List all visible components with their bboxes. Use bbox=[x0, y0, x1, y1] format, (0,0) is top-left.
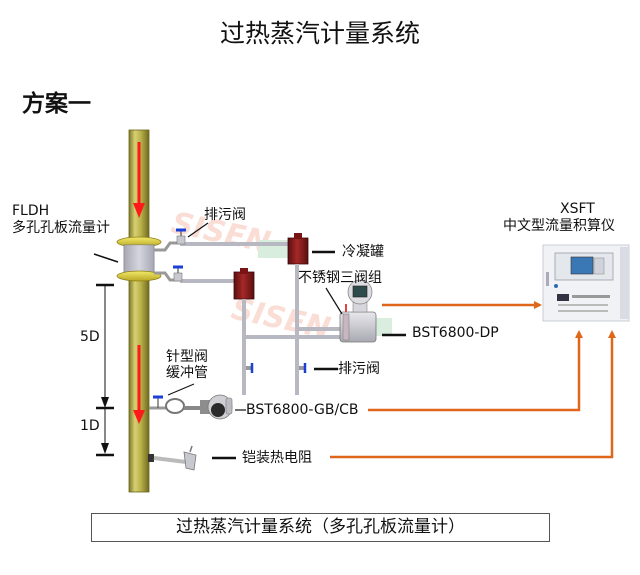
buffer-tube-label: 缓冲管 bbox=[166, 365, 208, 381]
drain-valve-bottom-label: 排污阀 bbox=[338, 361, 380, 377]
dimension-marks bbox=[96, 283, 114, 457]
pressure-transmitter bbox=[200, 394, 233, 420]
flow-calculator-cabinet bbox=[542, 244, 630, 322]
dimension-1d-label: 1D bbox=[80, 418, 100, 434]
rtd-label: 铠装热电阻 bbox=[242, 450, 312, 466]
flow-arrow-top bbox=[133, 142, 145, 218]
three-valve-manifold-label: 不锈钢三阀组 bbox=[298, 270, 382, 286]
dp-transmitter-label: BST6800-DP bbox=[412, 325, 499, 341]
main-pipe bbox=[128, 129, 150, 493]
drain-valve-left bbox=[246, 363, 254, 373]
flowmeter-name-label: 多孔孔板流量计 bbox=[12, 220, 110, 236]
orifice-flowmeter bbox=[116, 236, 162, 282]
pressure-transmitter-label: BST6800-GB/CB bbox=[246, 402, 359, 418]
page-title: 过热蒸汽计量系统 bbox=[219, 19, 420, 48]
needle-valve-label: 针型阀 bbox=[166, 349, 208, 365]
drain-valve-top-label: 排污阀 bbox=[204, 207, 246, 223]
condenser-tank-right bbox=[287, 233, 309, 265]
armored-rtd bbox=[148, 445, 197, 471]
dp-transmitter bbox=[339, 279, 377, 343]
scheme-label: 方案一 bbox=[22, 91, 91, 117]
signal-line-pressure bbox=[368, 330, 583, 412]
needle-valve-assembly bbox=[149, 395, 202, 414]
impulse-line-upper bbox=[154, 228, 290, 252]
condenser-tank-left bbox=[233, 268, 255, 300]
calculator-name-label: 中文型流量积算仪 bbox=[503, 218, 615, 234]
flowmeter-model-label: FLDH bbox=[12, 203, 50, 219]
dimension-5d-label: 5D bbox=[80, 329, 100, 345]
condenser-label: 冷凝罐 bbox=[342, 244, 384, 260]
impulse-line-lower bbox=[154, 265, 240, 283]
calculator-model-label: XSFT bbox=[560, 201, 595, 217]
drain-valve-right bbox=[299, 363, 307, 373]
signal-lines bbox=[330, 301, 616, 459]
diagram-caption: 过热蒸汽计量系统（多孔孔板流量计） bbox=[91, 513, 550, 542]
leader-lines bbox=[93, 222, 406, 460]
signal-line-rtd bbox=[330, 330, 616, 459]
flow-arrow-bottom bbox=[133, 345, 145, 424]
